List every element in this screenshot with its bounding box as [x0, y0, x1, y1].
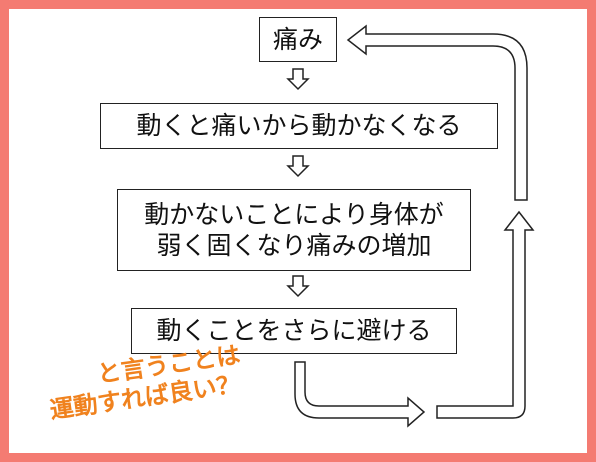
down-arrow-1 [286, 68, 310, 91]
step-body-weakens-line-2: 弱く固くなり痛みの増加 [156, 231, 432, 260]
loop-arrow-bottom [294, 361, 426, 428]
step-body-weakens-line-1: 動かないことにより身体が [144, 199, 444, 229]
step-body-weakens: 動かないことにより身体が 弱く固くなり痛みの増加 [117, 189, 471, 271]
step-body-weakens-text: 動かないことにより身体が 弱く固くなり痛みの増加 [144, 199, 444, 262]
loop-arrow-top [346, 24, 528, 201]
loop-arrow-right-up [436, 210, 535, 419]
step-avoid-more-label: 動くことをさらに避ける [156, 316, 432, 346]
step-pain-label: 痛み [272, 24, 323, 54]
down-arrow-2 [286, 155, 310, 178]
step-avoid-moving-label: 動くと痛いから動かなくなる [136, 111, 462, 141]
step-avoid-more: 動くことをさらに避ける [131, 308, 457, 354]
step-avoid-moving: 動くと痛いから動かなくなる [100, 103, 498, 149]
step-pain: 痛み [259, 17, 337, 62]
down-arrow-3 [286, 275, 310, 298]
